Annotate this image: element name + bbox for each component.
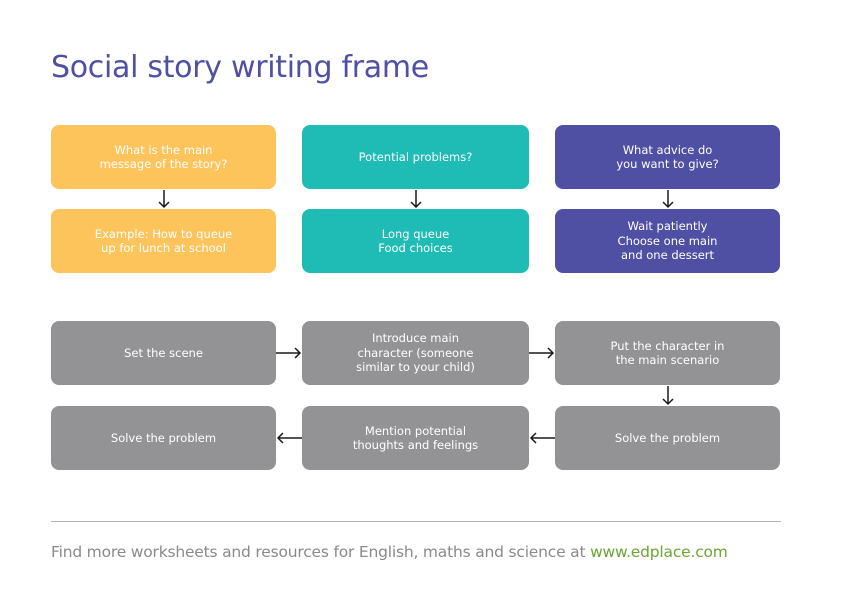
step-box-2: Introduce main character (someone simila… xyxy=(302,321,529,385)
problems-answer-box: Long queue Food choices xyxy=(302,209,529,273)
problems-question-box: Potential problems? xyxy=(302,125,529,189)
step-box-1: Set the scene xyxy=(51,321,276,385)
arrow-down-icon xyxy=(410,190,422,209)
problems-question-text: Potential problems? xyxy=(358,149,473,164)
advice-question-box: What advice do you want to give? xyxy=(555,125,780,189)
footer: Find more worksheets and resources for E… xyxy=(51,543,728,561)
step-text-4: Solve the problem xyxy=(614,430,721,445)
step-box-6: Solve the problem xyxy=(51,406,276,470)
footer-divider xyxy=(51,521,781,522)
step-text-2: Introduce main character (someone simila… xyxy=(356,331,475,375)
arrow-right-icon xyxy=(276,347,302,359)
advice-question-text: What advice do you want to give? xyxy=(616,142,719,172)
message-question-text: What is the main message of the story? xyxy=(99,142,228,172)
arrow-down-icon xyxy=(158,190,170,209)
advice-answer-box: Wait patiently Choose one main and one d… xyxy=(555,209,780,273)
step-text-3: Put the character in the main scenario xyxy=(610,338,725,368)
arrow-right-icon xyxy=(529,347,555,359)
step-box-3: Put the character in the main scenario xyxy=(555,321,780,385)
step-box-5: Mention potential thoughts and feelings xyxy=(302,406,529,470)
problems-answer-text: Long queue Food choices xyxy=(378,226,453,256)
message-question-box: What is the main message of the story? xyxy=(51,125,276,189)
message-answer-box: Example: How to queue up for lunch at sc… xyxy=(51,209,276,273)
footer-link[interactable]: www.edplace.com xyxy=(590,543,728,561)
advice-answer-text: Wait patiently Choose one main and one d… xyxy=(617,219,718,263)
arrow-down-icon xyxy=(662,190,674,209)
arrow-left-icon xyxy=(529,432,555,444)
step-text-1: Set the scene xyxy=(124,345,203,360)
footer-text: Find more worksheets and resources for E… xyxy=(51,543,591,561)
arrow-down-icon xyxy=(662,386,674,406)
page-title: Social story writing frame xyxy=(51,50,429,85)
step-box-4: Solve the problem xyxy=(555,406,780,470)
message-answer-text: Example: How to queue up for lunch at sc… xyxy=(94,226,233,256)
arrow-left-icon xyxy=(276,432,302,444)
step-text-5: Mention potential thoughts and feelings xyxy=(352,423,479,453)
step-text-6: Solve the problem xyxy=(110,430,217,445)
